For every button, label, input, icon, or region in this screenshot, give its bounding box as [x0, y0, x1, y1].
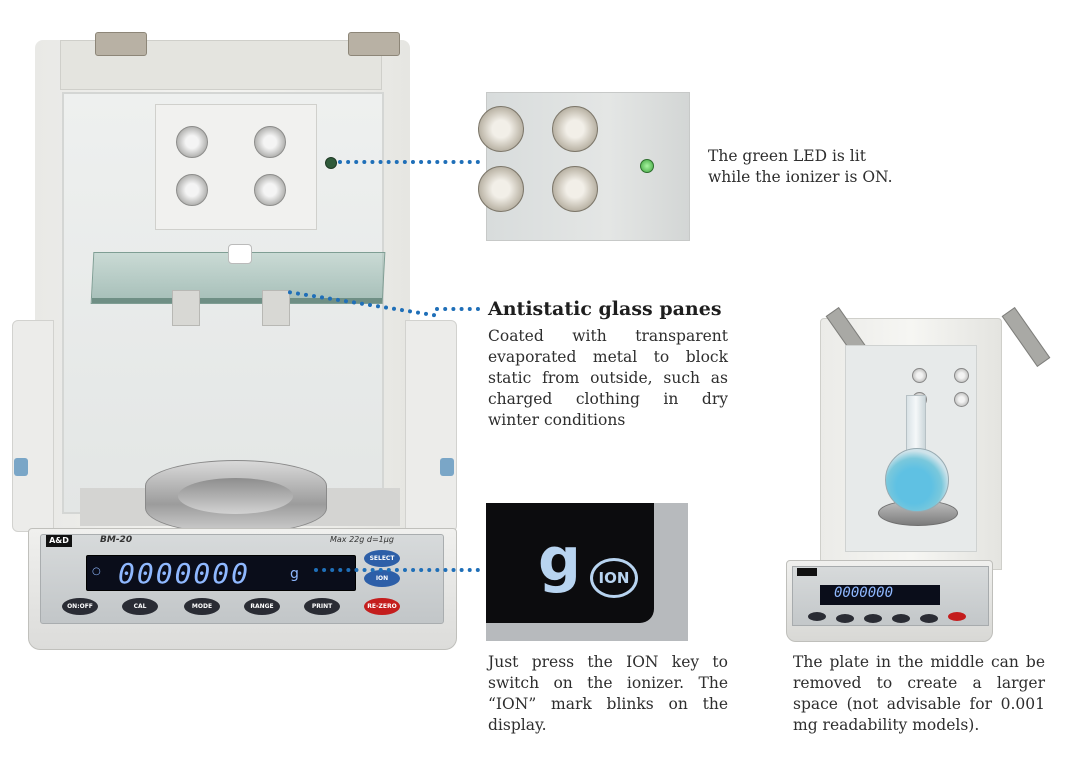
stability-mark-icon: ○: [92, 566, 101, 577]
on-off-key[interactable]: ON:OFF: [62, 598, 98, 615]
display-unit-large: g: [538, 525, 581, 595]
ionizer-nozzle-icon: [954, 368, 969, 383]
ionizer-nozzle-icon: [254, 174, 286, 206]
ion-caption: Just press the ION key to switch on the …: [488, 653, 728, 734]
lid-handle-left: [95, 32, 147, 56]
secondary-key: [808, 612, 826, 621]
display-unit: g: [290, 566, 299, 582]
model-label: BM-20: [100, 535, 133, 545]
lid-rail: [1001, 307, 1051, 367]
ionizer-led-icon: [325, 157, 337, 169]
secondary-brand-logo: [797, 568, 817, 576]
display-value: 0000000: [118, 557, 251, 590]
side-door-right: [405, 320, 457, 532]
secondary-display-value: 0000000: [834, 585, 894, 601]
ionizer-nozzle-icon: [254, 126, 286, 158]
ionizer-nozzle-icon: [552, 106, 598, 152]
ion-key[interactable]: ION: [364, 570, 400, 587]
plate-caption: The plate in the middle can be removed t…: [793, 653, 1045, 734]
select-key[interactable]: SELECT: [364, 550, 400, 567]
secondary-display: [820, 585, 940, 605]
secondary-key: [836, 614, 854, 623]
ionizer-nozzle-icon: [954, 392, 969, 407]
ionizer-nozzle-icon: [478, 106, 524, 152]
green-led-icon: [640, 159, 654, 173]
ionizer-nozzle-icon: [176, 126, 208, 158]
ionizer-nozzle-icon: [552, 166, 598, 212]
ionizer-nozzle-icon: [176, 174, 208, 206]
print-key[interactable]: PRINT: [304, 598, 340, 615]
secondary-key: [864, 614, 882, 623]
ionizer-nozzle-icon: [912, 368, 927, 383]
secondary-rezero-key: [948, 612, 966, 621]
ion-callout-line: [314, 568, 480, 572]
led-caption-line: The green LED is lit: [708, 147, 866, 165]
ion-mark-icon: ION: [590, 558, 638, 598]
led-caption: The green LED is lit while the ionizer i…: [708, 146, 968, 188]
door-clip-right: [440, 458, 454, 476]
glass-body: Coated with transparent evaporated metal…: [488, 327, 728, 429]
led-callout-line: [338, 160, 480, 164]
glass-plate-edge: [92, 298, 382, 303]
range-key[interactable]: RANGE: [244, 598, 280, 615]
balance-display: [86, 555, 356, 591]
balance-main-photo: A&D BM-20 Max 22g d=1µg ○ 0000000 g SELE…: [0, 0, 480, 680]
glass-callout-line-end: [435, 307, 480, 311]
plate-bracket: [172, 290, 200, 326]
volumetric-flask: [885, 448, 949, 512]
side-door-left: [12, 320, 54, 532]
mode-key[interactable]: MODE: [184, 598, 220, 615]
plate-bracket: [262, 290, 290, 326]
glass-heading: Antistatic glass panes: [488, 298, 722, 320]
re-zero-key[interactable]: RE-ZERO: [364, 598, 400, 615]
brand-logo: A&D: [46, 535, 72, 547]
cal-key[interactable]: CAL: [122, 598, 158, 615]
lid-handle-right: [348, 32, 400, 56]
weighing-pan: [178, 478, 293, 514]
led-caption-line: while the ionizer is ON.: [708, 168, 893, 186]
secondary-key: [892, 614, 910, 623]
door-clip-left: [14, 458, 28, 476]
secondary-key: [920, 614, 938, 623]
plate-knob: [228, 244, 252, 264]
ionizer-nozzle-icon: [478, 166, 524, 212]
capacity-label: Max 22g d=1µg: [330, 535, 394, 544]
ionizer-panel: [155, 104, 317, 230]
